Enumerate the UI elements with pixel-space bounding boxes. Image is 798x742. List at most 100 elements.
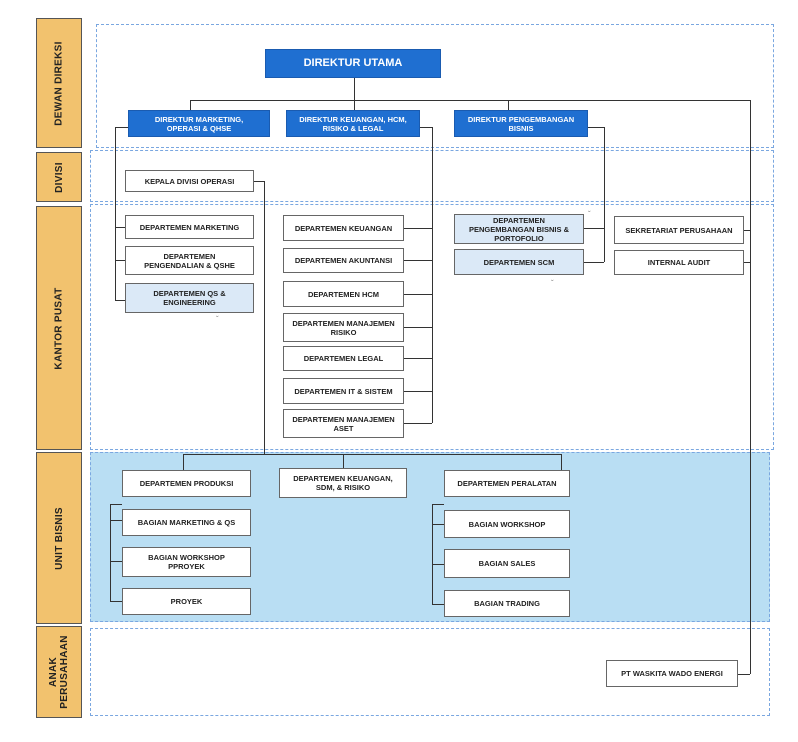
box-label: DIREKTUR PENGEMBANGAN BISNIS [467, 114, 575, 133]
box-kepala-divisi-operasi: KEPALA DIVISI OPERASI [125, 170, 254, 192]
connector-line [110, 520, 122, 521]
box-direktur-keuangan: DIREKTUR KEUANGAN, HCM, RISIKO & LEGAL [286, 110, 420, 137]
connector-line [588, 127, 604, 128]
box-direktur-utama: DIREKTUR UTAMA [265, 49, 441, 78]
box-label: DEPARTEMEN SCM [483, 257, 555, 267]
band-dewan-direksi: DEWAN DIREKSI [36, 18, 82, 148]
box-label: DEPARTEMEN MARKETING [139, 222, 240, 232]
box-departemen-scm: DEPARTEMEN SCM [454, 249, 584, 275]
box-bagian-workshop-pproyek: BAGIAN WORKSHOP PPROYEK [122, 547, 251, 577]
connector-line [508, 100, 509, 110]
box-label: PT WASKITA WADO ENERGI [621, 669, 723, 678]
box-label: DIREKTUR UTAMA [303, 57, 403, 69]
box-sekretariat-perusahaan: SEKRETARIAT PERUSAHAAN [614, 216, 744, 244]
box-label: INTERNAL AUDIT [647, 258, 711, 267]
connector-line [190, 100, 191, 110]
connector-line [744, 262, 750, 263]
box-label: DEPARTEMEN QS & ENGINEERING [153, 289, 226, 307]
box-label: DEPARTEMEN PRODUKSI [139, 479, 234, 488]
band-kantor-pusat: KANTOR PUSAT [36, 206, 82, 450]
box-bagian-trading: BAGIAN TRADING [444, 590, 570, 617]
box-proyek: PROYEK [122, 588, 251, 615]
box-label: DEPARTEMEN PENGENDALIAN & QSHE [144, 251, 235, 270]
band-label: KANTOR PUSAT [53, 286, 65, 370]
box-departemen-keuangan-sdm-risiko: DEPARTEMEN KEUANGAN, SDM, & RISIKO [279, 468, 407, 498]
connector-line [183, 454, 561, 455]
connector-line [190, 100, 750, 101]
connector-line [115, 227, 125, 228]
connector-line [354, 100, 355, 110]
band-divisi: DIVISI [36, 152, 82, 202]
box-departemen-keuangan: DEPARTEMEN KEUANGAN [283, 215, 404, 241]
connector-line [110, 504, 111, 601]
box-departemen-legal: DEPARTEMEN LEGAL [283, 346, 404, 371]
band-label: DIVISI [53, 161, 65, 193]
connector-line [404, 358, 432, 359]
connector-line [750, 100, 751, 674]
connector-line [115, 127, 116, 301]
connector-line [432, 524, 444, 525]
box-departemen-manajemen-aset: DEPARTEMEN MANAJEMEN ASET [283, 409, 404, 438]
box-label: DEPARTEMEN PENGEMBANGAN BISNIS & PORTOFO… [468, 215, 569, 243]
box-departemen-produksi: DEPARTEMEN PRODUKSI [122, 470, 251, 497]
box-departemen-pengembangan-bisnis: DEPARTEMEN PENGEMBANGAN BISNIS & PORTOFO… [454, 214, 584, 244]
connector-line [404, 423, 432, 424]
connector-line [115, 260, 125, 261]
scan-mark: ˇ [551, 279, 554, 288]
box-label: PROYEK [170, 597, 203, 606]
connector-line [404, 260, 432, 261]
connector-line [110, 561, 122, 562]
connector-line [738, 674, 750, 675]
box-label: BAGIAN TRADING [474, 599, 540, 608]
band-label: ANAK PERUSAHAAN [48, 635, 70, 709]
box-label: DEPARTEMEN IT & SISTEM [294, 386, 393, 396]
box-label: BAGIAN WORKSHOP [468, 519, 546, 529]
connector-line [110, 504, 122, 505]
box-departemen-it-sistem: DEPARTEMEN IT & SISTEM [283, 378, 404, 404]
box-label: DEPARTEMEN MANAJEMEN RISIKO [292, 318, 395, 337]
box-label: SEKRETARIAT PERUSAHAAN [625, 225, 733, 235]
connector-line [561, 454, 562, 470]
box-label: DEPARTEMEN MANAJEMEN ASET [292, 414, 395, 433]
box-label: DEPARTEMEN HCM [307, 289, 380, 299]
box-label: KEPALA DIVISI OPERASI [144, 176, 235, 186]
band-label: DEWAN DIREKSI [53, 40, 65, 126]
box-label: BAGIAN SALES [478, 559, 536, 568]
connector-line [404, 327, 432, 328]
box-label: DEPARTEMEN LEGAL [303, 354, 384, 363]
connector-line [264, 181, 265, 454]
box-label: DIREKTUR MARKETING, OPERASI & QHSE [154, 114, 244, 133]
box-label: DEPARTEMEN KEUANGAN [294, 223, 393, 233]
box-label: BAGIAN MARKETING & QS [137, 518, 236, 527]
connector-line [420, 127, 432, 128]
connector-line [404, 391, 432, 392]
frame-dewan-direksi [96, 24, 774, 148]
scan-mark: ˇ [588, 210, 591, 219]
connector-line [432, 564, 444, 565]
connector-line [744, 230, 750, 231]
box-departemen-peralatan: DEPARTEMEN PERALATAN [444, 470, 570, 497]
connector-line [584, 228, 604, 229]
connector-line [584, 262, 604, 263]
box-bagian-marketing-qs: BAGIAN MARKETING & QS [122, 509, 251, 536]
box-bagian-workshop: BAGIAN WORKSHOP [444, 510, 570, 538]
box-label: DEPARTEMEN PERALATAN [457, 479, 557, 488]
connector-line [404, 228, 432, 229]
box-pt-waskita-wado-energi: PT WASKITA WADO ENERGI [606, 660, 738, 687]
box-departemen-akuntansi: DEPARTEMEN AKUNTANSI [283, 248, 404, 273]
connector-line [404, 294, 432, 295]
connector-line [183, 454, 184, 470]
box-label: BAGIAN WORKSHOP PPROYEK [148, 553, 225, 571]
band-label: UNIT BISNIS [53, 506, 65, 570]
connector-line [343, 454, 344, 468]
connector-line [110, 601, 122, 602]
box-direktur-pengembangan: DIREKTUR PENGEMBANGAN BISNIS [454, 110, 588, 137]
box-departemen-marketing: DEPARTEMEN MARKETING [125, 215, 254, 239]
band-anak-perusahaan: ANAK PERUSAHAAN [36, 626, 82, 718]
connector-line [432, 504, 433, 604]
box-direktur-marketing: DIREKTUR MARKETING, OPERASI & QHSE [128, 110, 270, 137]
box-internal-audit: INTERNAL AUDIT [614, 250, 744, 275]
connector-line [604, 127, 605, 262]
box-label: DIREKTUR KEUANGAN, HCM, RISIKO & LEGAL [299, 114, 407, 133]
box-departemen-qs-engineering: DEPARTEMEN QS & ENGINEERING [125, 283, 254, 313]
